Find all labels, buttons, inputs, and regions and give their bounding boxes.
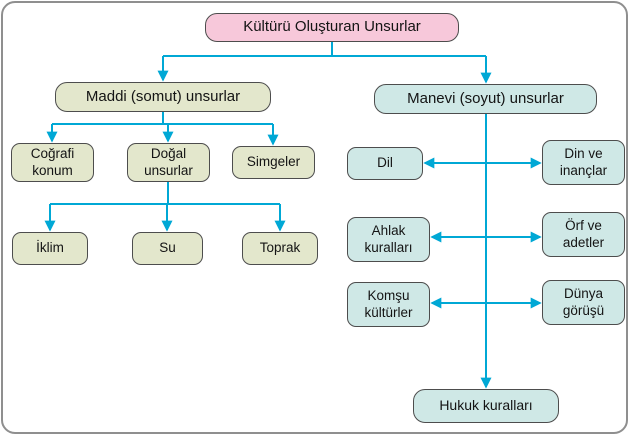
node-din-ve-inanclar: Din ve inançlar — [542, 140, 625, 185]
node-manevi-unsurlar: Manevi (soyut) unsurlar — [374, 84, 597, 114]
connector-lines — [44, 42, 542, 389]
node-su: Su — [132, 232, 203, 265]
node-title: Kültürü Oluşturan Unsurlar — [205, 13, 459, 42]
node-orf-ve-adetler: Örf ve adetler — [542, 212, 625, 257]
node-ahlak-kurallari: Ahlak kuralları — [347, 217, 430, 262]
node-simgeler: Simgeler — [232, 146, 315, 179]
node-dunya-gorusu: Dünya görüşü — [542, 280, 625, 325]
node-dil: Dil — [347, 147, 423, 180]
node-hukuk-kurallari: Hukuk kuralları — [413, 389, 559, 423]
node-cografi-konum: Coğrafi konum — [11, 143, 94, 182]
node-dogal-unsurlar: Doğal unsurlar — [127, 143, 210, 182]
node-komsu-kulturler: Komşu kültürler — [347, 282, 430, 327]
node-maddi-unsurlar: Maddi (somut) unsurlar — [55, 82, 271, 112]
node-toprak: Toprak — [242, 232, 318, 265]
node-iklim: İklim — [12, 232, 88, 265]
